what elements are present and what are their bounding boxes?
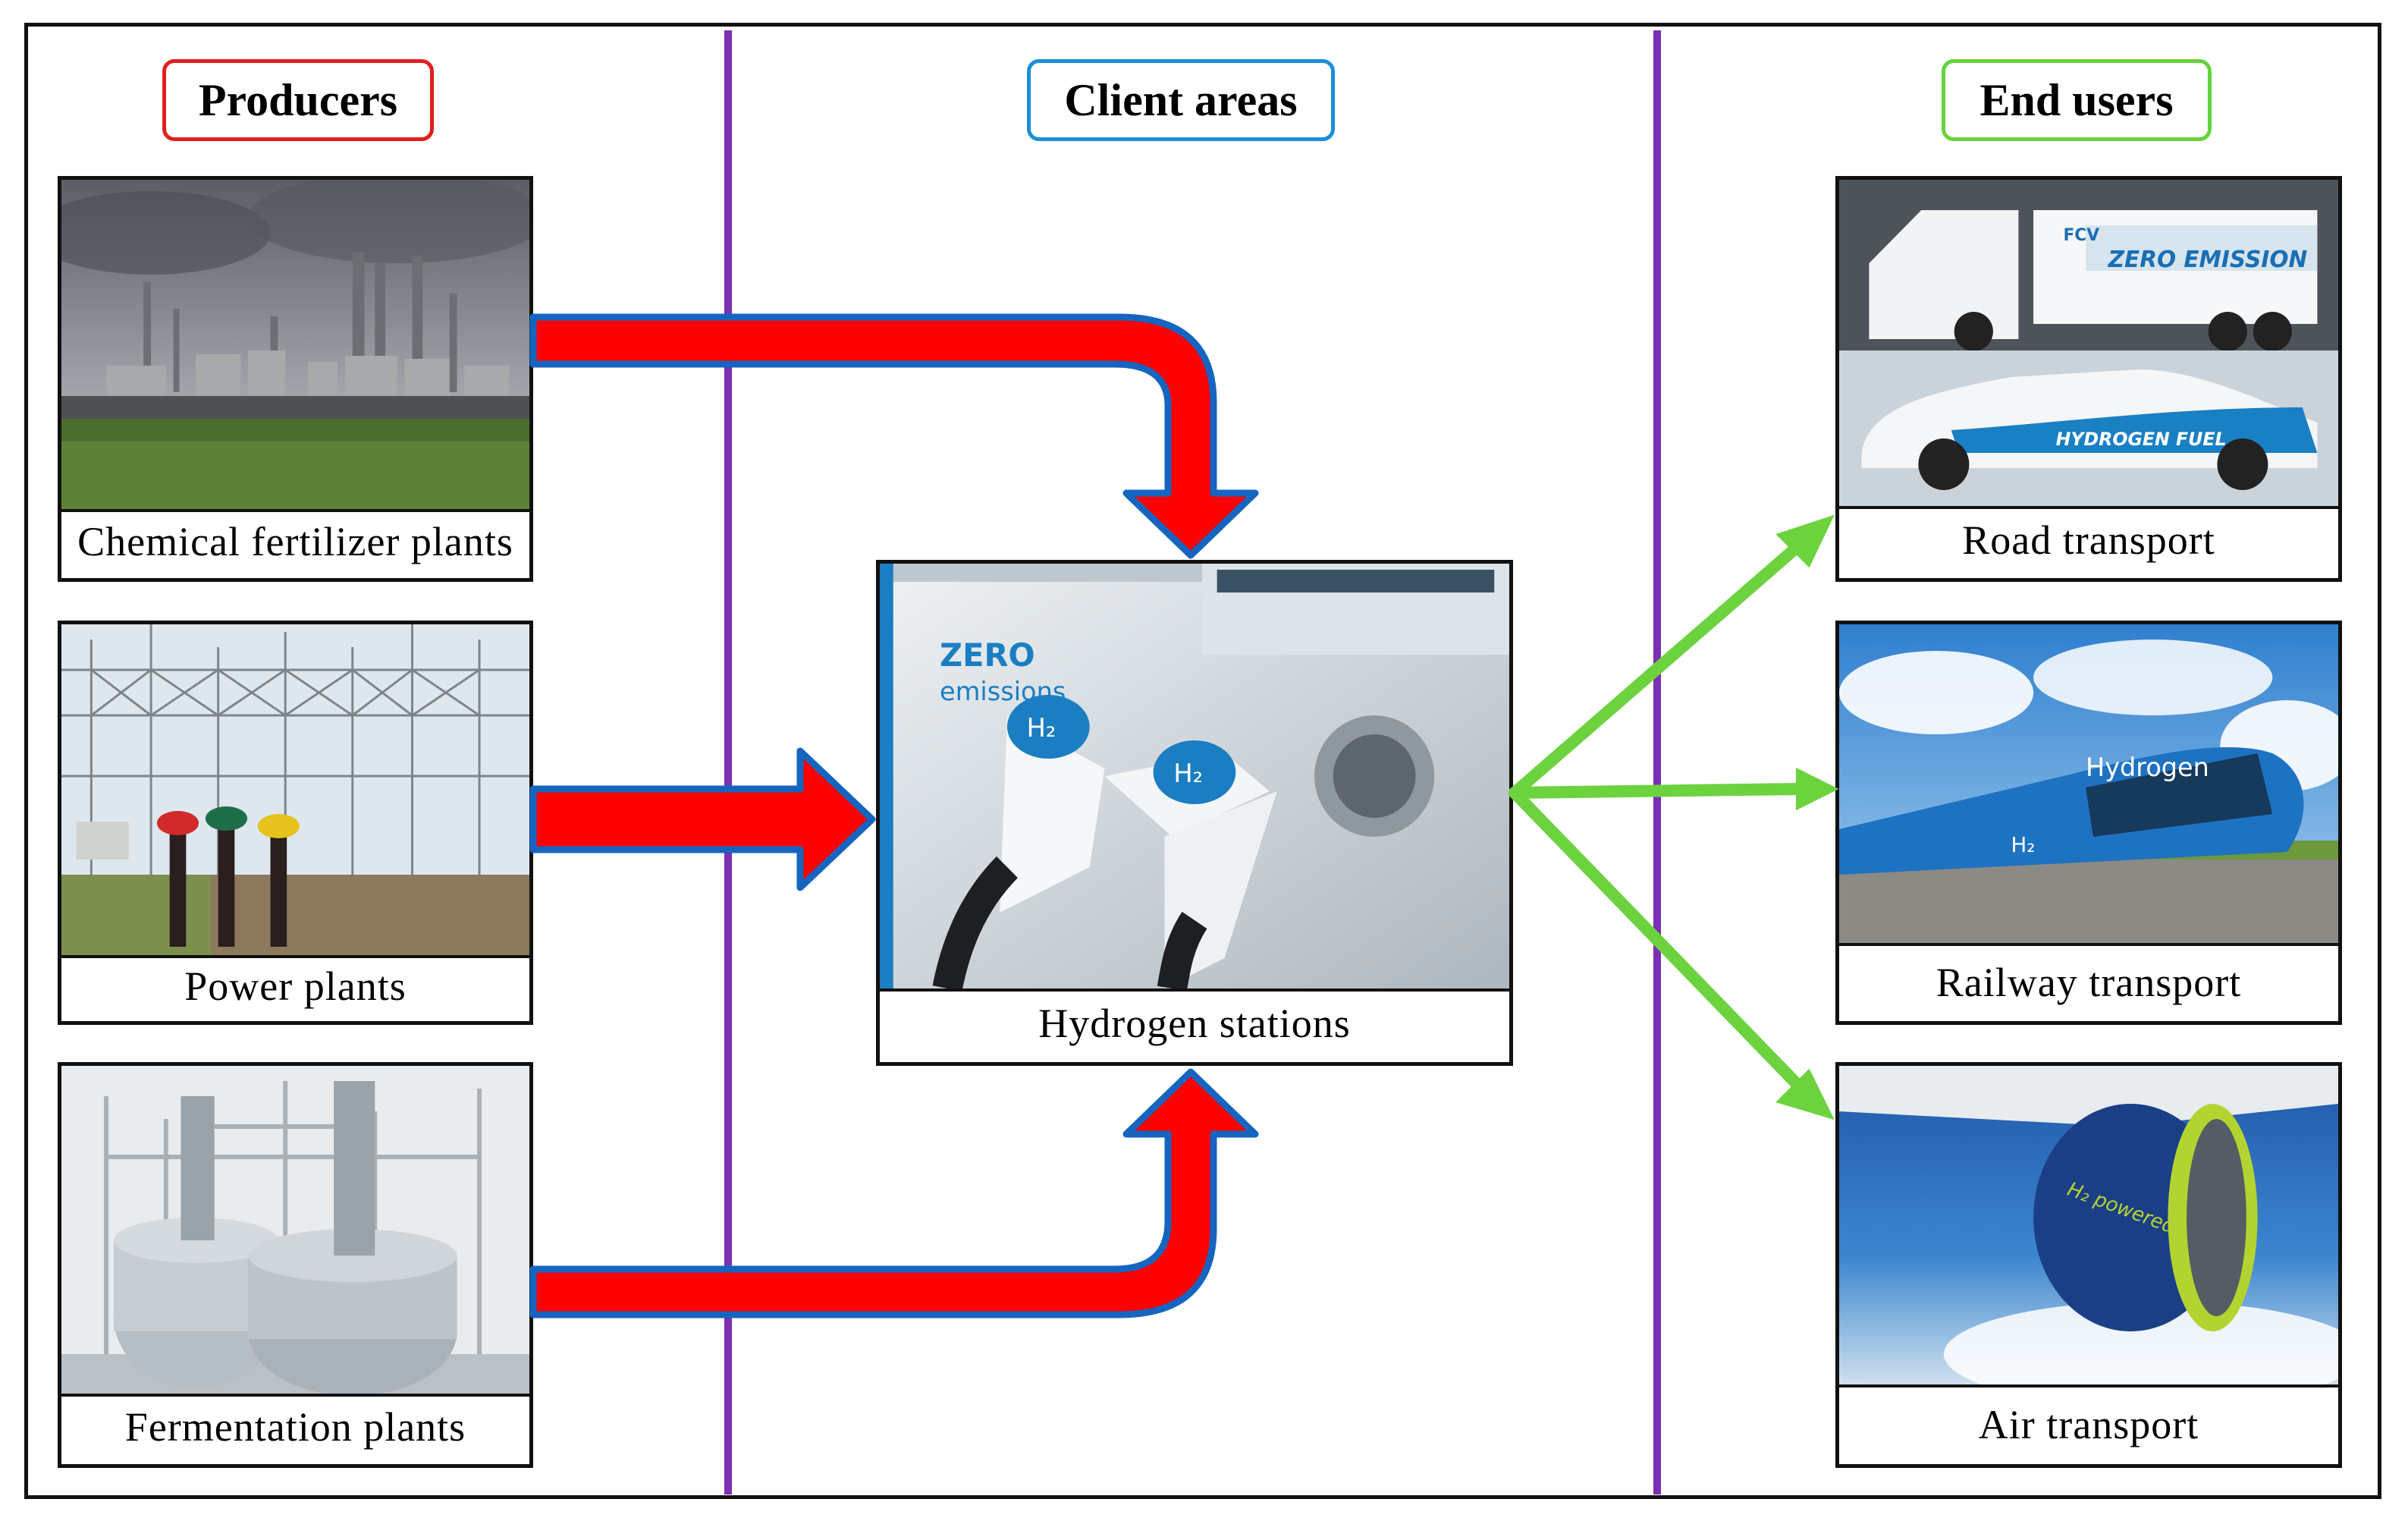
truck-fcv-text: FCV	[2064, 226, 2100, 245]
end-user-caption: Railway transport	[1936, 959, 2242, 1005]
producer-caption: Chemical fertilizer plants	[77, 518, 513, 564]
car-hydrogen-fuel-text: HYDROGEN FUEL	[2056, 429, 2227, 450]
producer-card-fermentation: Fermentation plants	[58, 1062, 533, 1468]
header-producers: Producers	[162, 59, 434, 141]
end-user-card-road: ZERO EMISSION FCV HYDROGEN FUEL Road tra…	[1835, 176, 2342, 582]
hydrogen-stations-card: ZERO emissions H₂ H₂ Hydrogen stations	[876, 560, 1513, 1066]
producer-caption: Fermentation plants	[124, 1403, 466, 1450]
end-user-card-air: H₂ powered Air transport	[1835, 1062, 2342, 1468]
power-plant-photo	[61, 624, 529, 958]
nozzle-h2-left: H₂	[1027, 713, 1056, 743]
fertilizer-plant-photo	[61, 180, 529, 512]
train-hydrogen-text: Hydrogen	[2086, 753, 2209, 782]
train-h2-text: H₂	[2011, 832, 2036, 857]
hub-caption: Hydrogen stations	[1038, 1000, 1351, 1046]
end-user-caption: Road transport	[1962, 517, 2215, 563]
end-user-card-railway: Hydrogen H₂ Railway transport	[1835, 621, 2342, 1025]
header-producers-label: Producers	[198, 74, 398, 125]
hydrogen-station-photo: ZERO emissions H₂ H₂	[880, 564, 1509, 992]
producer-card-power: Power plants	[58, 621, 533, 1025]
header-end-users: End users	[1942, 59, 2212, 141]
end-user-caption: Air transport	[1978, 1401, 2199, 1447]
zero-emissions-logo-top: ZERO	[940, 636, 1035, 674]
producer-card-fertilizer: Chemical fertilizer plants	[58, 176, 533, 582]
road-transport-photo: ZERO EMISSION FCV HYDROGEN FUEL	[1839, 180, 2338, 509]
air-transport-photo: H₂ powered	[1839, 1066, 2338, 1388]
header-client-areas: Client areas	[1027, 59, 1335, 141]
divider-producers-client	[724, 30, 732, 1494]
producer-caption: Power plants	[184, 963, 407, 1009]
truck-zero-emission-text: ZERO EMISSION	[2108, 247, 2308, 273]
railway-transport-photo: Hydrogen H₂	[1839, 624, 2338, 946]
divider-client-endusers	[1653, 30, 1661, 1494]
outer-frame	[24, 23, 2381, 1499]
header-client-areas-label: Client areas	[1064, 74, 1298, 125]
fermentation-plant-photo	[61, 1066, 529, 1397]
nozzle-h2-right: H₂	[1173, 759, 1203, 788]
header-end-users-label: End users	[1979, 74, 2174, 125]
